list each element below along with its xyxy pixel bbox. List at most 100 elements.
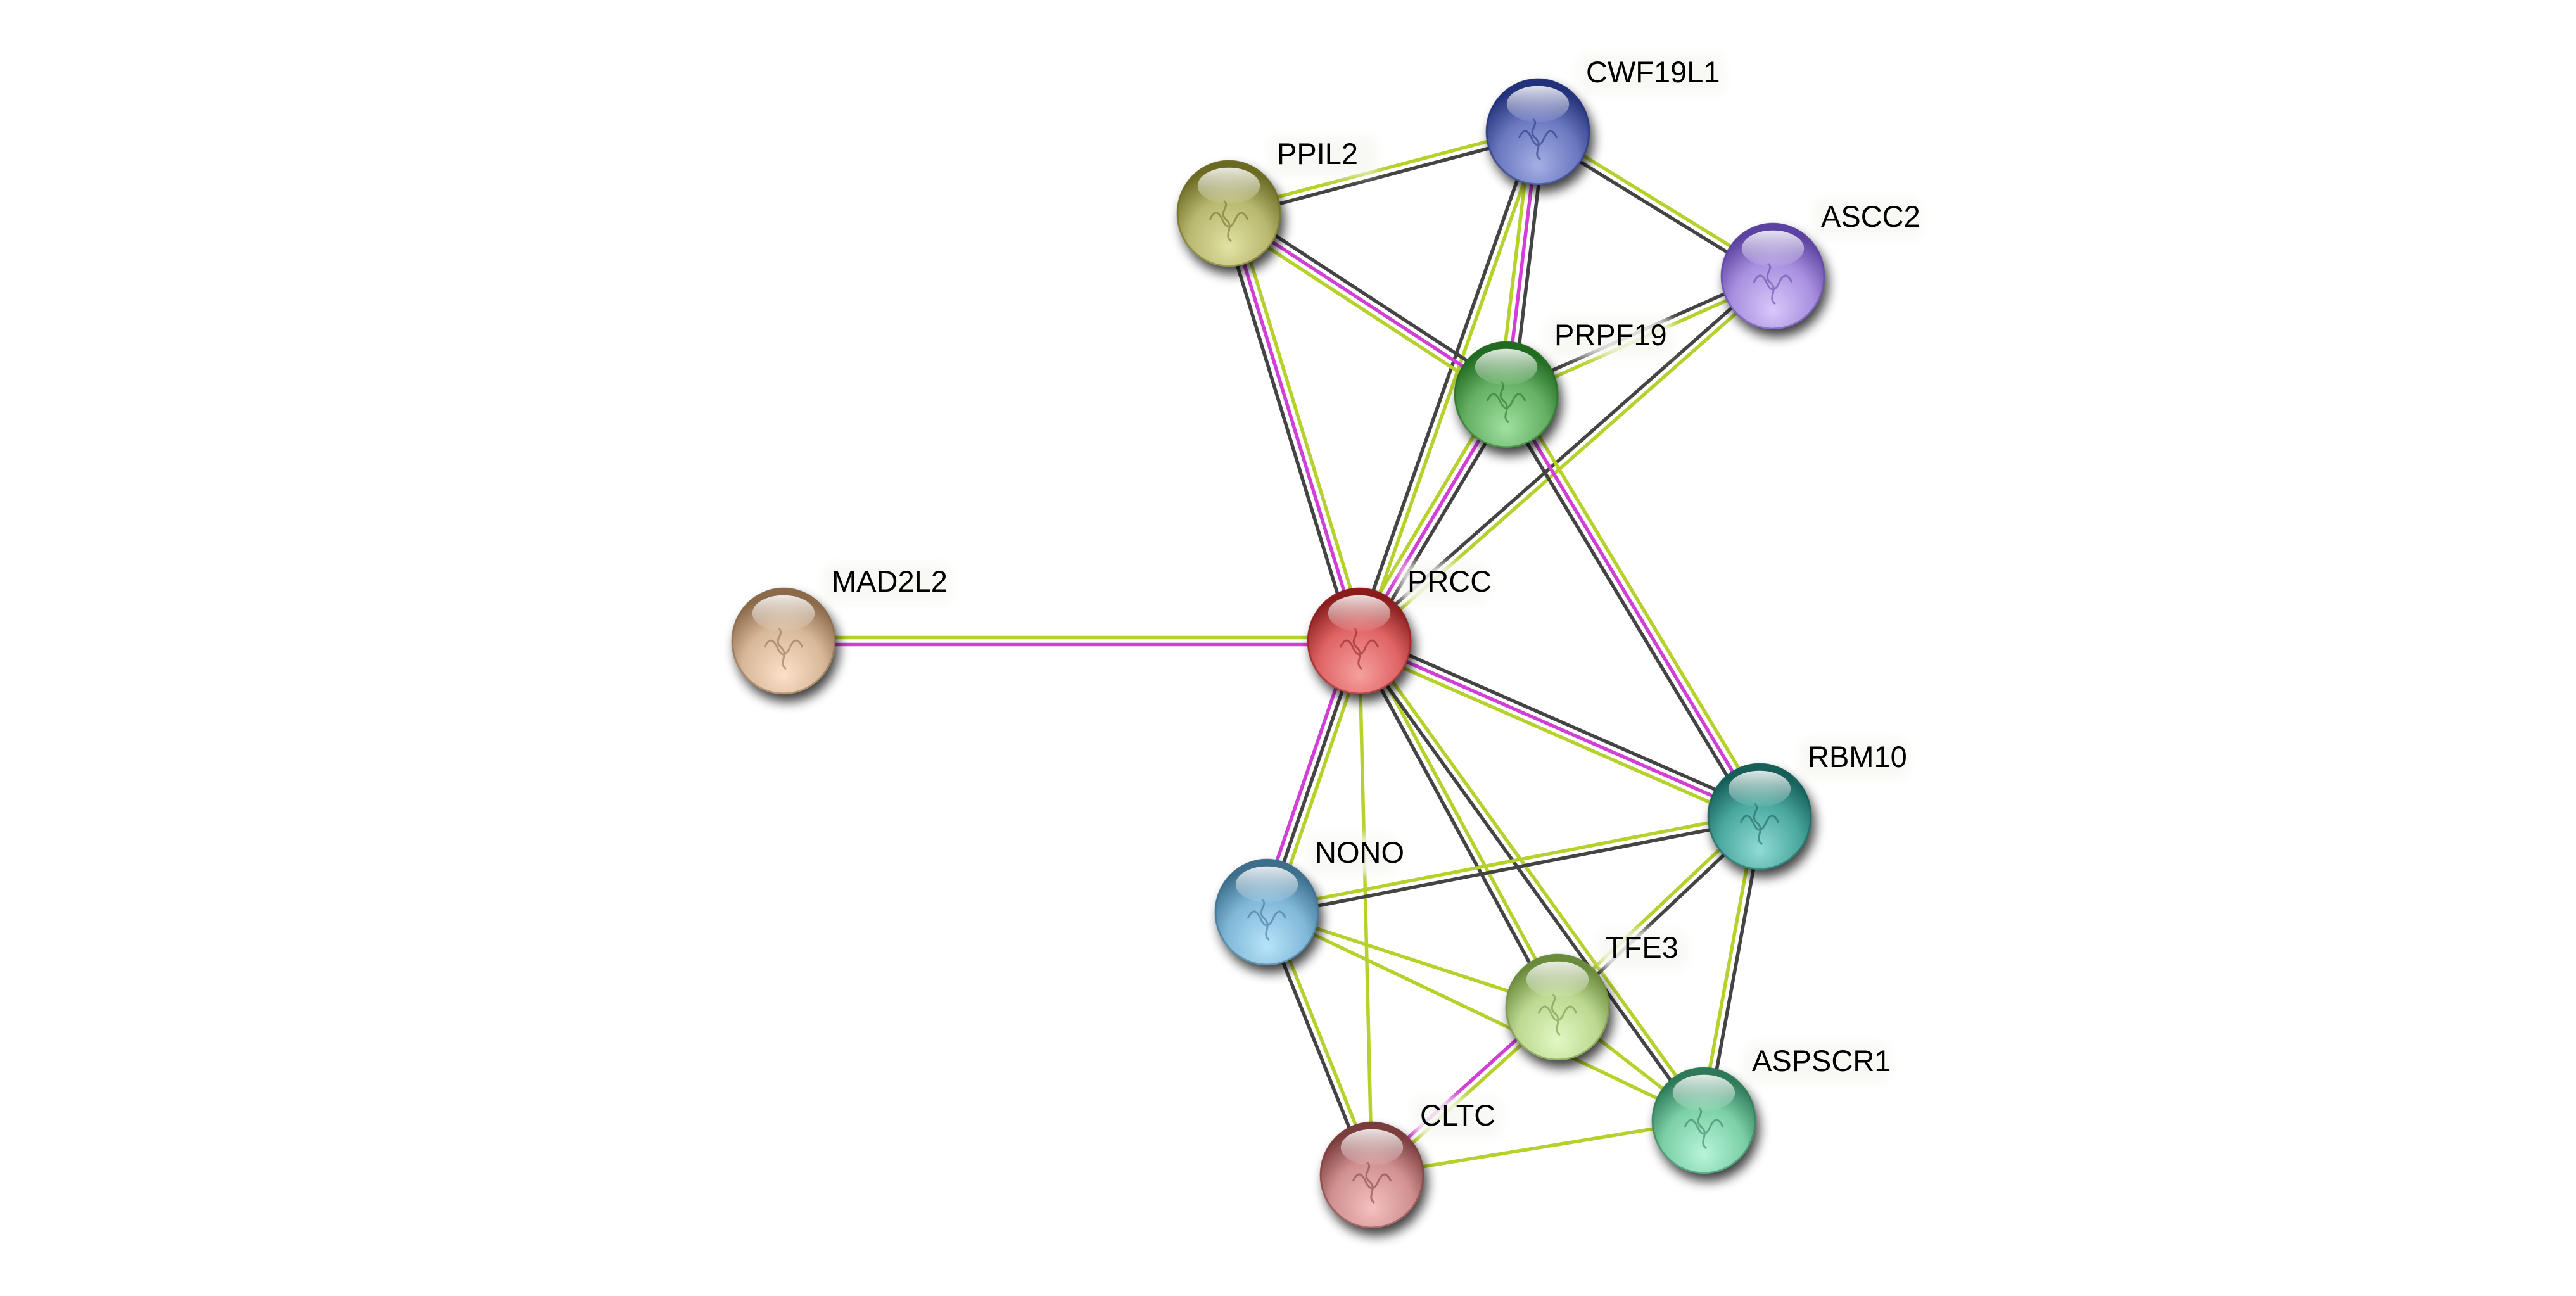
protein-structure-icon xyxy=(1537,993,1578,1036)
edge-prcc-mad2l2[interactable] xyxy=(784,635,1359,647)
node-mad2l2[interactable]: MAD2L2 xyxy=(731,564,951,695)
edge-line-textmining xyxy=(1355,645,1758,825)
protein-structure-icon xyxy=(1352,1161,1392,1204)
edge-line-experiments xyxy=(1504,393,1761,818)
node-gloss xyxy=(1197,167,1260,204)
node-gloss xyxy=(1506,86,1570,122)
label-halo xyxy=(1578,54,1724,94)
node-aspscr1[interactable]: ASPSCR1 xyxy=(1651,1043,1891,1174)
protein-structure-icon xyxy=(763,627,804,670)
node-label: PRCC xyxy=(1407,564,1492,598)
edge-line-textmining xyxy=(1361,638,1563,1007)
edge-line-coexpression xyxy=(1354,130,1537,641)
node-rim xyxy=(1214,858,1319,966)
label-halo xyxy=(824,564,951,603)
edges-layer xyxy=(784,127,1777,1179)
node-prcc[interactable]: PRCC xyxy=(1307,564,1492,695)
node-rim xyxy=(731,587,836,695)
edge-line-coexpression xyxy=(1499,397,1755,822)
node-rim xyxy=(1307,587,1412,695)
edge-line-textmining xyxy=(1227,127,1538,212)
node-gloss xyxy=(1328,595,1391,632)
node-cwf19l1[interactable]: CWF19L1 xyxy=(1485,54,1724,186)
protein-structure-icon xyxy=(1247,898,1287,941)
edge-cltc-aspscr1[interactable] xyxy=(1371,1119,1704,1177)
edge-nono-aspscr1[interactable] xyxy=(1266,910,1705,1122)
node-rim xyxy=(1319,1121,1424,1229)
edge-line-textmining xyxy=(1266,811,1760,911)
node-label: PRPF19 xyxy=(1554,318,1667,352)
node-gloss xyxy=(1235,866,1298,903)
edge-ppil2-prpf19[interactable] xyxy=(1224,206,1511,402)
node-prpf19[interactable]: PRPF19 xyxy=(1454,317,1673,448)
edge-prcc-cltc[interactable] xyxy=(1357,640,1374,1176)
edge-line-textmining xyxy=(1357,640,1374,1176)
edge-line-textmining xyxy=(1233,210,1368,640)
edge-prcc-ppil2[interactable] xyxy=(1220,210,1368,644)
node-label: ASPSCR1 xyxy=(1752,1044,1891,1077)
node-gloss xyxy=(752,595,815,632)
protein-structure-icon xyxy=(1486,381,1526,424)
edge-prpf19-rbm10[interactable] xyxy=(1499,390,1767,822)
edge-prcc-cwf19l1[interactable] xyxy=(1354,130,1543,643)
node-ascc2[interactable]: ASCC2 xyxy=(1720,199,1921,330)
protein-structure-icon xyxy=(1209,200,1249,243)
edge-line-coexpression xyxy=(1355,642,1703,1124)
edge-line-coexpression xyxy=(1231,206,1511,391)
node-gloss xyxy=(1741,230,1805,267)
node-label: NONO xyxy=(1315,835,1404,869)
protein-structure-icon xyxy=(1753,262,1793,305)
edge-line-textmining xyxy=(1371,1119,1704,1177)
edge-prcc-rbm10[interactable] xyxy=(1355,633,1763,825)
edge-ppil2-cwf19l1[interactable] xyxy=(1227,127,1540,219)
label-halo xyxy=(1400,564,1488,603)
node-rim xyxy=(1505,953,1610,1061)
label-halo xyxy=(1269,136,1377,175)
label-halo xyxy=(1547,317,1673,357)
edge-line-textmining xyxy=(1266,910,1705,1122)
node-label: CWF19L1 xyxy=(1586,55,1720,89)
node-label: MAD2L2 xyxy=(832,564,948,598)
node-rbm10[interactable]: RBM10 xyxy=(1707,739,1908,870)
node-label: RBM10 xyxy=(1808,740,1907,773)
label-halo xyxy=(1598,930,1687,969)
edge-line-coexpression xyxy=(1354,642,1556,1010)
protein-structure-icon xyxy=(1739,803,1780,846)
node-rim xyxy=(1176,160,1281,267)
edge-line-textmining xyxy=(1224,217,1504,402)
edge-line-coexpression xyxy=(1361,633,1763,812)
node-ppil2[interactable]: PPIL2 xyxy=(1176,136,1377,267)
edge-line-experiments xyxy=(1227,213,1361,642)
edge-line-coexpression xyxy=(1220,215,1355,644)
nodes-layer: PRCC MAD2L2 PPIL2 CWF19L1ASCC2PRPF19RBM10NO… xyxy=(731,54,1921,1229)
node-rim xyxy=(1707,763,1812,870)
edge-line-textmining xyxy=(1361,638,1708,1120)
edge-prcc-tfe3[interactable] xyxy=(1354,638,1563,1010)
node-gloss xyxy=(1672,1074,1735,1111)
edge-line-coexpression xyxy=(1229,133,1540,219)
node-cltc[interactable]: CLTC xyxy=(1319,1098,1501,1229)
node-rim xyxy=(1720,222,1825,330)
edge-prcc-aspscr1[interactable] xyxy=(1355,638,1708,1124)
node-tfe3[interactable]: TFE3 xyxy=(1505,930,1687,1061)
edge-line-coexpression xyxy=(1267,818,1761,918)
edge-line-textmining xyxy=(1361,132,1543,643)
label-halo xyxy=(1800,739,1908,778)
node-label: ASCC2 xyxy=(1821,200,1920,233)
label-halo xyxy=(1307,835,1396,874)
node-label: CLTC xyxy=(1420,1098,1495,1132)
node-rim xyxy=(1454,341,1559,448)
edge-line-experiments xyxy=(1358,639,1761,818)
protein-structure-icon xyxy=(1684,1107,1724,1150)
node-rim xyxy=(1651,1067,1756,1174)
node-gloss xyxy=(1475,348,1538,385)
protein-structure-icon xyxy=(1518,118,1558,161)
edge-line-textmining xyxy=(1511,390,1767,814)
node-nono[interactable]: NONO xyxy=(1214,835,1404,966)
node-label: TFE3 xyxy=(1606,931,1678,964)
edge-rbm10-nono[interactable] xyxy=(1266,811,1761,918)
node-gloss xyxy=(1340,1129,1404,1166)
node-gloss xyxy=(1526,961,1589,998)
label-halo xyxy=(1412,1098,1501,1137)
